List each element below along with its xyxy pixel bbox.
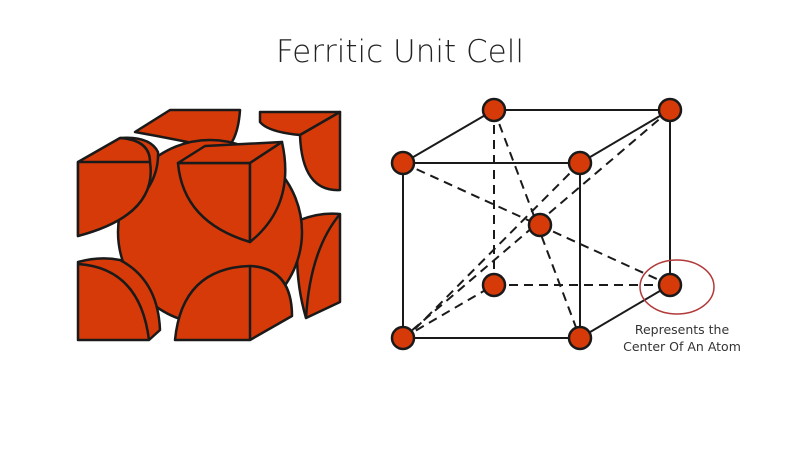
front-bottom-left-atom-fragment — [76, 257, 162, 342]
atom-front-bottom-left — [390, 325, 416, 351]
solid-edges — [402, 109, 671, 339]
annotation-line-1: Represents the — [634, 322, 730, 337]
atom-back-top-left — [481, 97, 507, 123]
diagram-title: Ferritic Unit Cell — [276, 34, 524, 70]
atom-body-center — [527, 212, 553, 238]
atom-front-top-left — [390, 150, 416, 176]
highlight-ellipse — [639, 259, 715, 315]
atom-back-bottom-right — [657, 272, 683, 298]
atom-front-bottom-right — [567, 325, 593, 351]
atom-front-top-right — [567, 150, 593, 176]
annotation-line-2: Center Of An Atom — [623, 339, 741, 354]
atom-back-bottom-left — [481, 272, 507, 298]
atom-back-top-right — [657, 97, 683, 123]
